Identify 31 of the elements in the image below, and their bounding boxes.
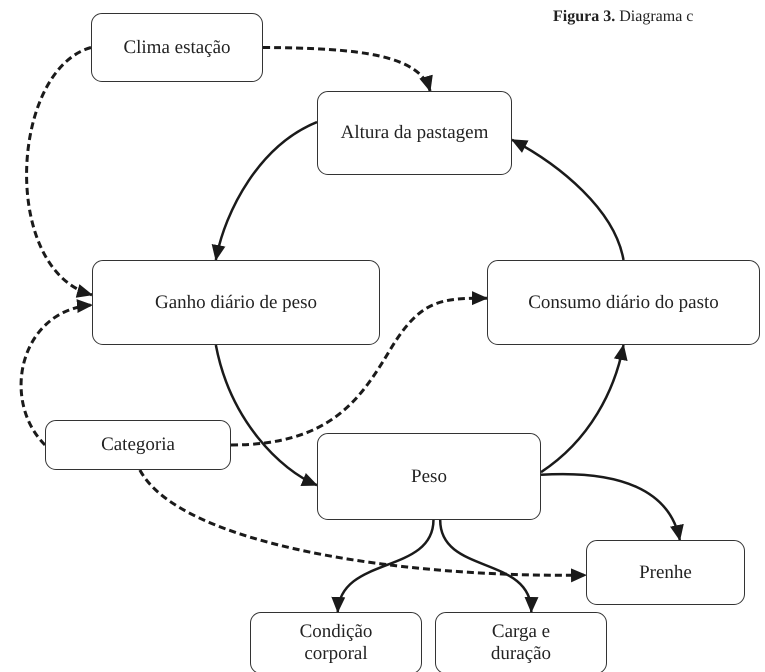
arrow	[262, 46, 432, 92]
process-box	[92, 260, 380, 345]
process-box	[435, 612, 607, 672]
process-box	[45, 420, 231, 470]
node-label: Ganho diário de peso	[155, 292, 317, 314]
arrow	[25, 46, 93, 296]
arrow	[540, 344, 628, 474]
process-box	[91, 13, 263, 82]
arrow	[212, 120, 318, 261]
arrow	[438, 520, 536, 613]
process-box	[317, 433, 541, 520]
process-box	[487, 260, 760, 345]
arrow	[20, 300, 93, 446]
node-label: Carga e duração	[490, 621, 552, 665]
node-label: Clima estação	[123, 36, 231, 58]
arrow	[511, 138, 625, 260]
node-label: Altura da pastagem	[340, 122, 488, 144]
arrow	[138, 469, 587, 582]
process-box	[586, 540, 745, 605]
node-label: Categoria	[101, 434, 175, 456]
arrow	[230, 291, 488, 446]
arrow	[214, 344, 318, 486]
node-label: Condição corporal	[298, 621, 374, 665]
process-box	[250, 612, 422, 672]
node-label: Peso	[411, 466, 447, 488]
figure-title: Figura 3. Diagrama c	[553, 8, 694, 26]
node-label: Consumo diário do pasto	[528, 292, 719, 314]
process-box	[317, 91, 512, 175]
arrow	[540, 472, 683, 541]
node-label: Prenhe	[639, 562, 692, 584]
arrow	[334, 520, 435, 613]
